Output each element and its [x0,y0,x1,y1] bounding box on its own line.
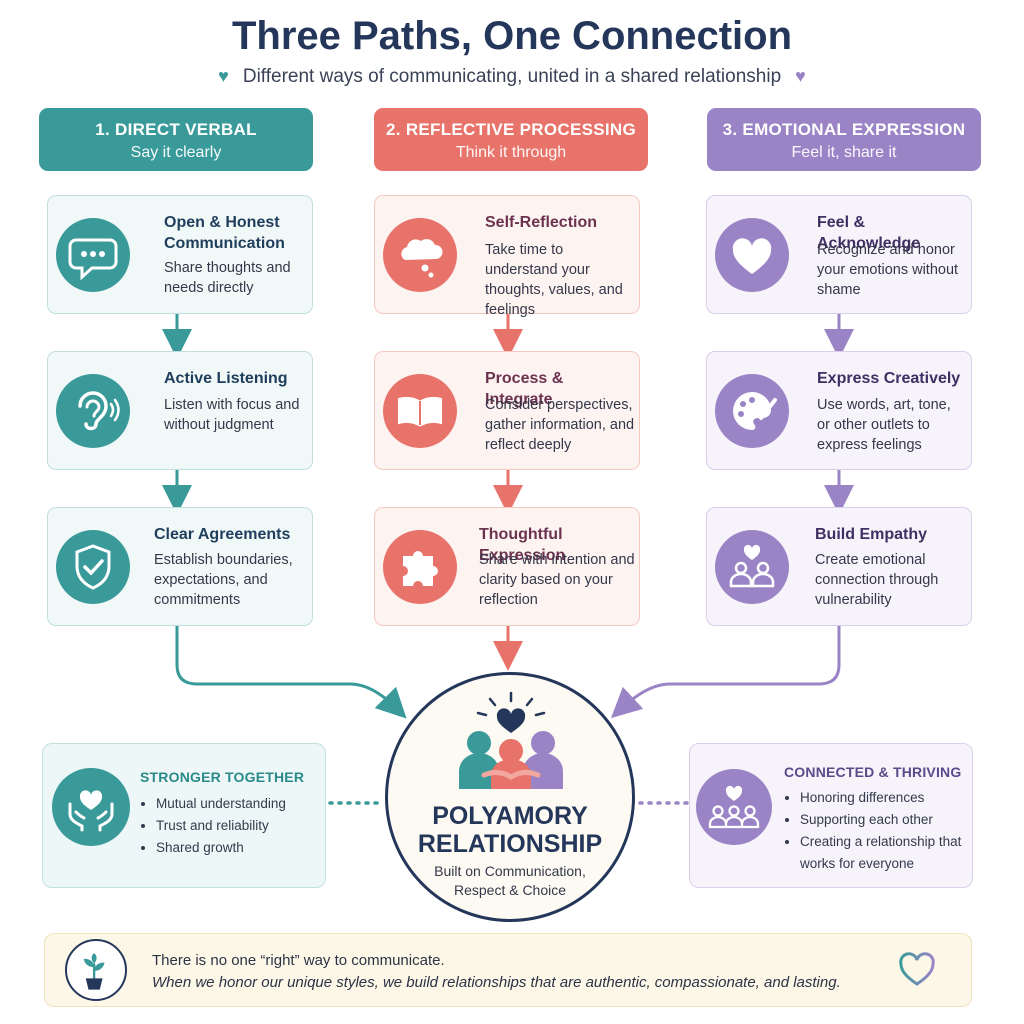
stronger-together-panel: STRONGER TOGETHER Mutual understanding T… [42,743,326,888]
column-header-title: 2. REFLECTIVE PROCESSING [386,120,636,139]
card-description: Consider perspectives, gather informatio… [485,397,635,453]
polyamory-relationship-hub: POLYAMORY RELATIONSHIP Built on Communic… [385,672,635,922]
hands-heart-icon [52,768,130,846]
group-heart-icon [696,769,772,845]
purple-heart-icon: ♥ [795,66,806,86]
list-item: Creating a relationship that works for e… [800,831,980,875]
ear-icon [56,374,130,448]
card-description: Establish boundaries, expectations, and … [154,552,293,608]
hub-title-line1: POLYAMORY [432,802,588,830]
card-title: Feel & Acknowledge [817,214,921,252]
panel-list: Honoring differences Supporting each oth… [784,787,980,875]
card-build-empathy: Build Empathy Create emotional connectio… [706,507,972,626]
footer-banner: There is no one “right” way to communica… [44,933,972,1007]
footer-line2: When we honor our unique styles, we buil… [152,974,841,991]
panel-title: CONNECTED & THRIVING [784,764,962,780]
card-title: Thoughtful Expression [479,526,566,564]
column-header-sub: Say it clearly [130,144,222,161]
card-description: Create emotional connection through vuln… [815,552,939,608]
page-subtitle: ♥ Different ways of communicating, united… [0,66,1024,88]
palette-icon [715,374,789,448]
panel-title: STRONGER TOGETHER [140,769,305,785]
column-header-title: 3. EMOTIONAL EXPRESSION [722,120,966,139]
people-heart-icon [715,530,789,604]
card-thoughtful-expression: Thoughtful Expression Share with intenti… [374,507,640,626]
column-header-reflective-processing: 2. REFLECTIVE PROCESSING Think it throug… [374,108,648,171]
teal-heart-icon: ♥ [218,66,229,86]
gradient-heart-icon [899,952,935,986]
card-description: Take time to understand your thoughts, v… [485,242,623,318]
card-title: Clear Agreements [154,526,291,543]
card-description: Recognize and honor your emotions withou… [817,242,959,298]
book-icon [383,374,457,448]
card-open-honest-communication: Open & Honest Communication Share though… [47,195,313,314]
card-self-reflection: Self-Reflection Take time to understand … [374,195,640,318]
column-header-sub: Feel it, share it [791,144,897,161]
card-description: Use words, art, tone, or other outlets t… [817,397,951,453]
connected-people-icon [459,691,563,789]
card-process-integrate: Process & Integrate Consider perspective… [374,351,640,470]
list-item: Supporting each other [800,809,980,831]
card-clear-agreements: Clear Agreements Establish boundaries, e… [47,507,313,626]
card-title: Active Listening [164,370,288,387]
card-title: Build Empathy [815,526,928,543]
footer-line1: There is no one “right” way to communica… [152,952,445,969]
subtitle-text: Different ways of communicating, united … [242,66,782,87]
card-description: Listen with focus and without judgment [164,397,300,433]
list-item: Trust and reliability [156,815,286,837]
heart-icon [715,218,789,292]
shield-check-icon [56,530,130,604]
plant-icon [65,939,127,1001]
list-item: Honoring differences [800,787,980,809]
card-description: Share with intention and clarity based o… [479,552,635,608]
puzzle-piece-icon [383,530,457,604]
card-active-listening: Active Listening Listen with focus and w… [47,351,313,470]
card-title: Process & Integrate [485,370,564,408]
card-description: Share thoughts and needs directly [164,260,291,296]
hub-title-line2: RELATIONSHIP [417,830,603,858]
card-express-creatively: Express Creatively Use words, art, tone,… [706,351,972,470]
card-title: Express Creatively [817,370,961,387]
thought-cloud-icon [383,218,457,292]
panel-list: Mutual understanding Trust and reliabili… [140,793,286,859]
speech-bubble-icon [56,218,130,292]
column-header-direct-verbal: 1. DIRECT VERBAL Say it clearly [39,108,313,171]
card-title: Self-Reflection [485,214,598,231]
connected-thriving-panel: CONNECTED & THRIVING Honoring difference… [689,743,973,888]
card-title: Open & Honest Communication [164,214,285,252]
card-feel-acknowledge: Feel & Acknowledge Recognize and honor y… [706,195,972,314]
list-item: Mutual understanding [156,793,286,815]
column-header-title: 1. DIRECT VERBAL [95,120,257,139]
hub-subtitle-line2: Respect & Choice [453,882,567,898]
column-header-emotional-expression: 3. EMOTIONAL EXPRESSION Feel it, share i… [707,108,981,171]
page-title: Three Paths, One Connection [231,14,793,58]
column-header-sub: Think it through [455,144,567,161]
list-item: Shared growth [156,837,286,859]
hub-subtitle-line1: Built on Communication, [434,863,586,879]
